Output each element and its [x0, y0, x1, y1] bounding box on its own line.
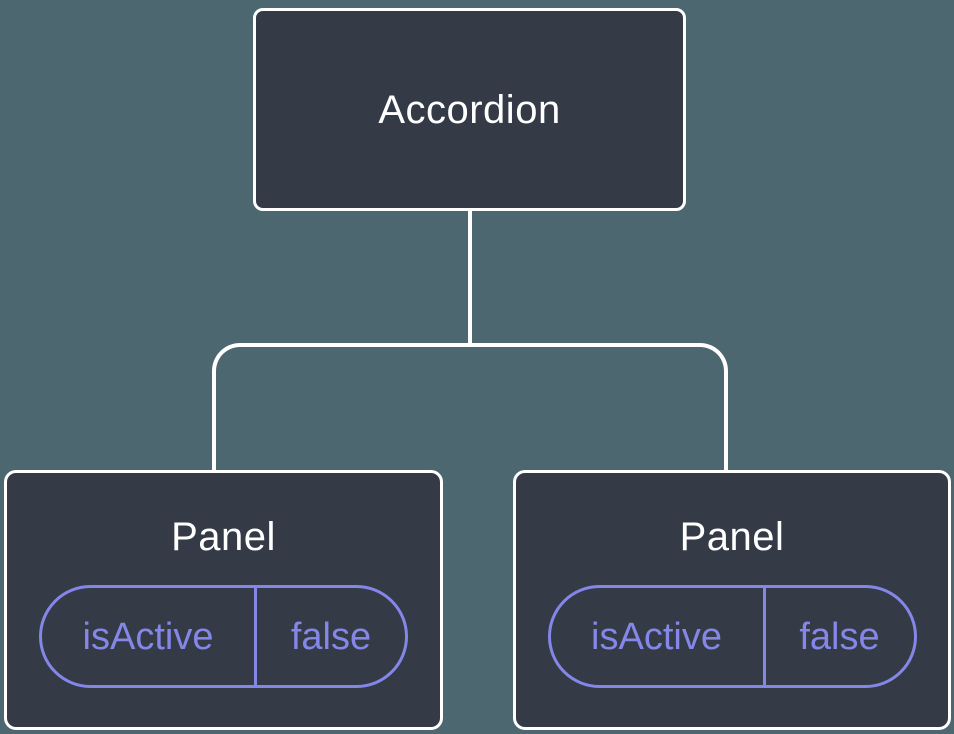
prop-name-left: isActive: [82, 615, 214, 658]
connector-stem-line: [468, 208, 472, 347]
node-panel-left-label: Panel: [171, 515, 276, 559]
node-panel-right: Panel isActive false: [513, 470, 951, 730]
prop-value-right: false: [762, 588, 914, 685]
node-accordion-label: Accordion: [378, 87, 561, 132]
prop-name-right: isActive: [591, 615, 722, 658]
node-accordion: Accordion: [253, 8, 686, 211]
prop-value-left: false: [254, 588, 405, 685]
prop-pill-left: isActive false: [39, 585, 408, 688]
node-panel-left: Panel isActive false: [4, 470, 443, 730]
node-panel-right-label: Panel: [679, 515, 785, 559]
prop-pill-right: isActive false: [547, 585, 917, 688]
connector-branch-line: [212, 343, 728, 470]
